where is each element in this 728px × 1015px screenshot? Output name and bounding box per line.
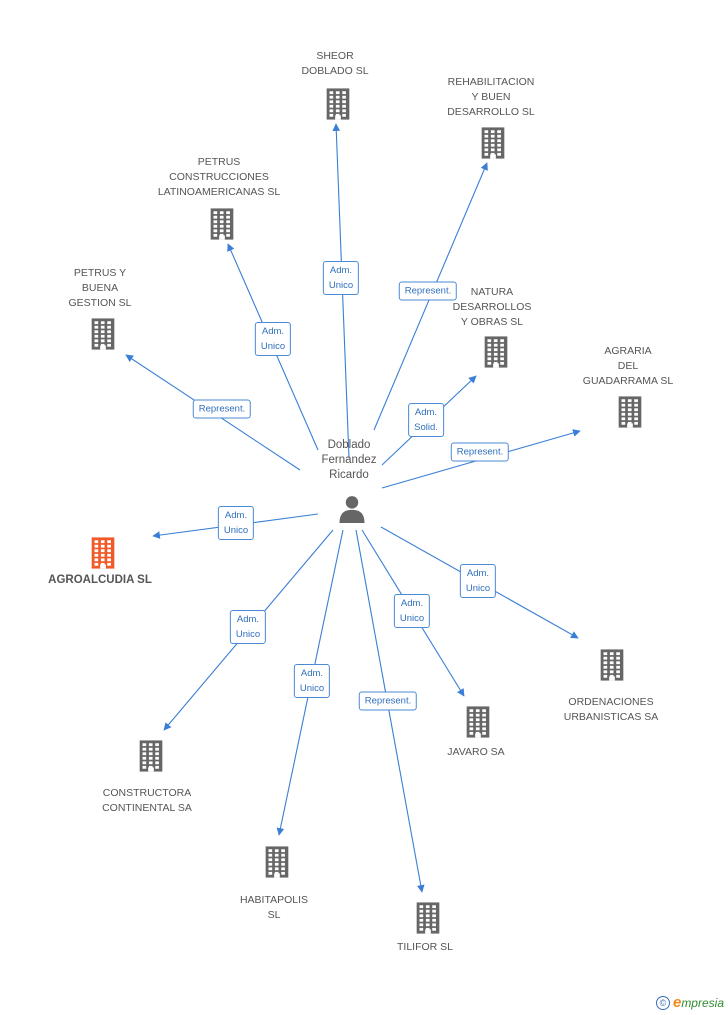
edge-label-constructora[interactable]: Adm. Unico: [229, 610, 267, 644]
building-icon[interactable]: [260, 845, 294, 884]
company-label-petrus-buena[interactable]: PETRUS Y BUENA GESTION SL: [68, 266, 132, 309]
person-icon[interactable]: [337, 493, 367, 523]
edge-label-javaro[interactable]: Adm. Unico: [393, 594, 431, 628]
company-label-habitapolis[interactable]: HABITAPOLIS SL: [239, 894, 309, 921]
edge-label-ordenaciones[interactable]: Adm. Unico: [459, 564, 497, 598]
building-icon[interactable]: [411, 901, 445, 940]
company-label-agraria[interactable]: AGRARIA DEL GUADARRAMA SL: [582, 344, 674, 387]
brand-logo[interactable]: empresia: [672, 994, 724, 1011]
edge-label-agraria[interactable]: Represent.: [450, 442, 510, 462]
edge-label-agroalcudia[interactable]: Adm. Unico: [217, 506, 255, 540]
edge-tilifor: [355, 529, 425, 893]
edge-label-sheor[interactable]: Adm. Unico: [322, 261, 360, 295]
building-icon[interactable]: [613, 395, 647, 434]
building-icon[interactable]: [205, 207, 239, 246]
company-label-javaro[interactable]: JAVARO SA: [447, 746, 505, 758]
building-icon[interactable]: [86, 317, 120, 356]
company-label-agroalcudia[interactable]: AGROALCUDIA SL: [48, 574, 152, 586]
building-icon[interactable]: [461, 705, 495, 744]
edge-label-natura[interactable]: Adm. Solid.: [408, 403, 444, 437]
edge-label-habitapolis[interactable]: Adm. Unico: [293, 664, 331, 698]
building-icon[interactable]: [134, 739, 168, 778]
building-icon[interactable]: [479, 335, 513, 374]
building-icon[interactable]: [321, 87, 355, 126]
company-label-ordenaciones[interactable]: ORDENACIONES URBANISTICAS SA: [563, 696, 659, 723]
edge-label-petrus-const[interactable]: Adm. Unico: [254, 322, 292, 356]
company-label-sheor[interactable]: SHEOR DOBLADO SL: [301, 50, 369, 77]
edge-label-rehab[interactable]: Represent.: [398, 281, 458, 301]
building-icon[interactable]: [476, 126, 510, 165]
edge-label-petrus-buena[interactable]: Represent.: [192, 399, 252, 419]
person-label[interactable]: Doblado Fernandez Ricardo: [321, 439, 377, 481]
company-label-petrus-const[interactable]: PETRUS CONSTRUCCIONES LATINOAMERICANAS S…: [157, 155, 281, 198]
company-label-constructora[interactable]: CONSTRUCTORA CONTINENTAL SA: [102, 787, 192, 814]
company-label-rehab[interactable]: REHABILITACION Y BUEN DESARROLLO SL: [447, 75, 535, 118]
company-label-natura[interactable]: NATURA DESARROLLOS Y OBRAS SL: [452, 285, 532, 328]
building-icon[interactable]: [86, 536, 120, 575]
building-icon[interactable]: [595, 648, 629, 687]
company-label-tilifor[interactable]: TILIFOR SL: [396, 941, 454, 953]
copyright-icon: ©: [655, 995, 670, 1010]
edge-label-tilifor[interactable]: Represent.: [358, 691, 418, 711]
footer: © empresia: [655, 994, 724, 1011]
